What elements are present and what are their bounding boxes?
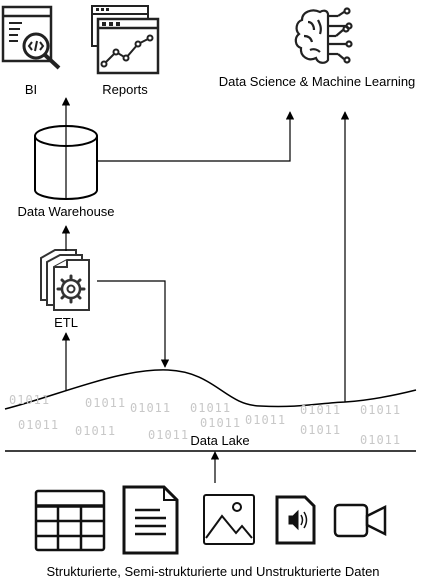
- binary-text: 01011: [9, 393, 51, 407]
- data-sources-label: Strukturierte, Semi-strukturierte und Un…: [46, 564, 380, 579]
- arrow-etl-to-lake: [97, 280, 170, 368]
- binary-text: 01011: [300, 423, 342, 437]
- binary-text: 01011: [18, 418, 60, 432]
- binary-text: 01011: [190, 401, 232, 415]
- document-icon: [122, 485, 179, 555]
- binary-text: 01011: [360, 403, 402, 417]
- audio-file-icon: [275, 495, 316, 545]
- image-icon: [203, 494, 255, 545]
- reports-label: Reports: [102, 82, 148, 97]
- etl-documents-gear-icon: [40, 249, 90, 311]
- binary-text: 01011: [300, 403, 342, 417]
- bi-analytics-icon: [1, 5, 61, 70]
- etl-label: ETL: [54, 315, 78, 330]
- ds-ml-label: Data Science & Machine Learning: [218, 74, 416, 89]
- arrow-dwh-to-dsml: [97, 111, 295, 162]
- data-lake-label: Data Lake: [190, 433, 250, 448]
- connector-lines: [61, 97, 350, 483]
- reports-chart-icon: [91, 5, 160, 75]
- table-icon: [34, 489, 106, 552]
- video-camera-icon: [333, 503, 387, 538]
- binary-text: 01011: [200, 416, 242, 430]
- brain-circuit-icon: [294, 7, 353, 64]
- data-lake-wave: [4, 369, 417, 410]
- data-warehouse-label: Data Warehouse: [17, 204, 115, 219]
- binary-text: 01011: [245, 413, 287, 427]
- binary-text: 01011: [360, 433, 402, 447]
- binary-text: 01011: [75, 424, 117, 438]
- binary-text: 01011: [85, 396, 127, 410]
- binary-text: 01011: [148, 428, 190, 442]
- bi-label: BI: [24, 82, 38, 97]
- binary-text: 01011: [130, 401, 172, 415]
